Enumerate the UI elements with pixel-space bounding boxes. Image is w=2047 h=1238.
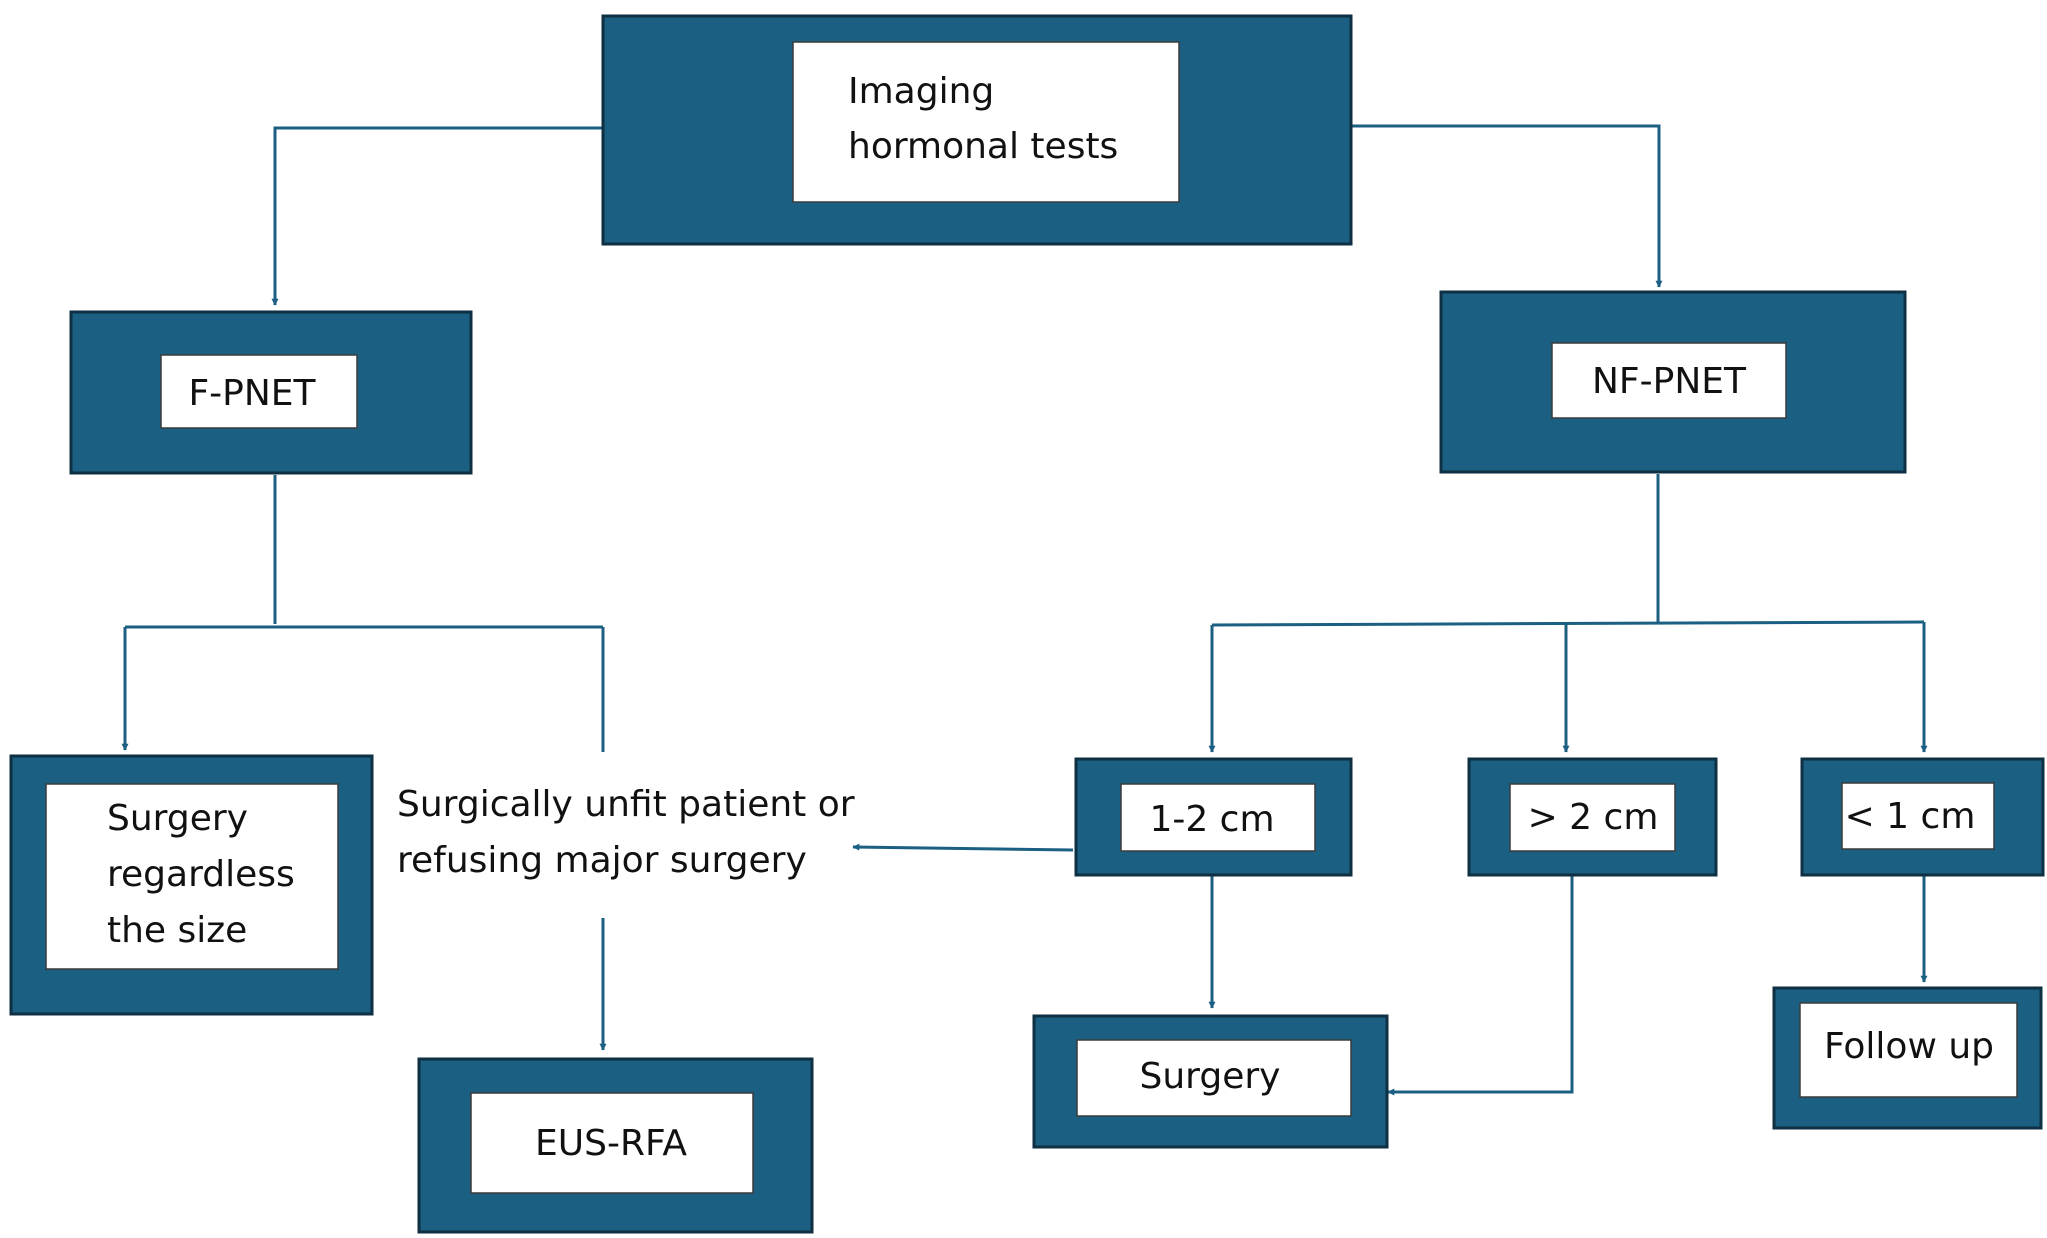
node-follow-up: Follow up [1772, 986, 2043, 1130]
node-surgery-regardless-label: Surgery regardless the size [107, 798, 306, 951]
edge-nf-pnet-split-bar [1211, 620, 1925, 627]
node-size-lt1cm-label: < 1 cm [1845, 796, 1976, 837]
node-follow-up-label: Follow up [1824, 1026, 1994, 1067]
node-size-gt2cm: > 2 cm [1467, 757, 1718, 877]
node-nf-pnet: NF-PNET [1439, 290, 1907, 474]
node-nf-pnet-label: NF-PNET [1592, 361, 1747, 402]
edge-1-2cm-to-surgically-unfit [852, 843, 1074, 852]
node-surgery-label: Surgery [1140, 1056, 1281, 1097]
node-surgery: Surgery [1032, 1014, 1389, 1149]
connectors [121, 124, 1928, 1096]
node-size-lt1cm: < 1 cm [1800, 757, 2045, 877]
node-imaging: Imaging hormonal tests [601, 14, 1353, 246]
node-imaging-label: Imaging hormonal tests [848, 71, 1118, 167]
edge-gt2cm-to-surgery [1387, 871, 1665, 1096]
node-surgery-regardless: Surgery regardless the size [9, 754, 374, 1016]
node-size-gt2cm-label: > 2 cm [1528, 797, 1659, 838]
node-f-pnet-label: F-PNET [188, 373, 316, 414]
node-f-pnet: F-PNET [69, 310, 473, 475]
node-surgically-unfit: Surgically unfit patient or refusing maj… [397, 784, 866, 881]
node-size-1-2cm-label: 1-2 cm [1149, 799, 1274, 840]
edge-imaging-to-nf-pnet [1352, 124, 1663, 288]
node-eus-rfa: EUS-RFA [417, 1057, 814, 1234]
node-surgically-unfit-label: Surgically unfit patient or refusing maj… [397, 784, 866, 881]
node-eus-rfa-label: EUS-RFA [535, 1123, 687, 1164]
node-size-1-2cm: 1-2 cm [1074, 757, 1353, 877]
edge-imaging-to-f-pnet [271, 126, 602, 306]
